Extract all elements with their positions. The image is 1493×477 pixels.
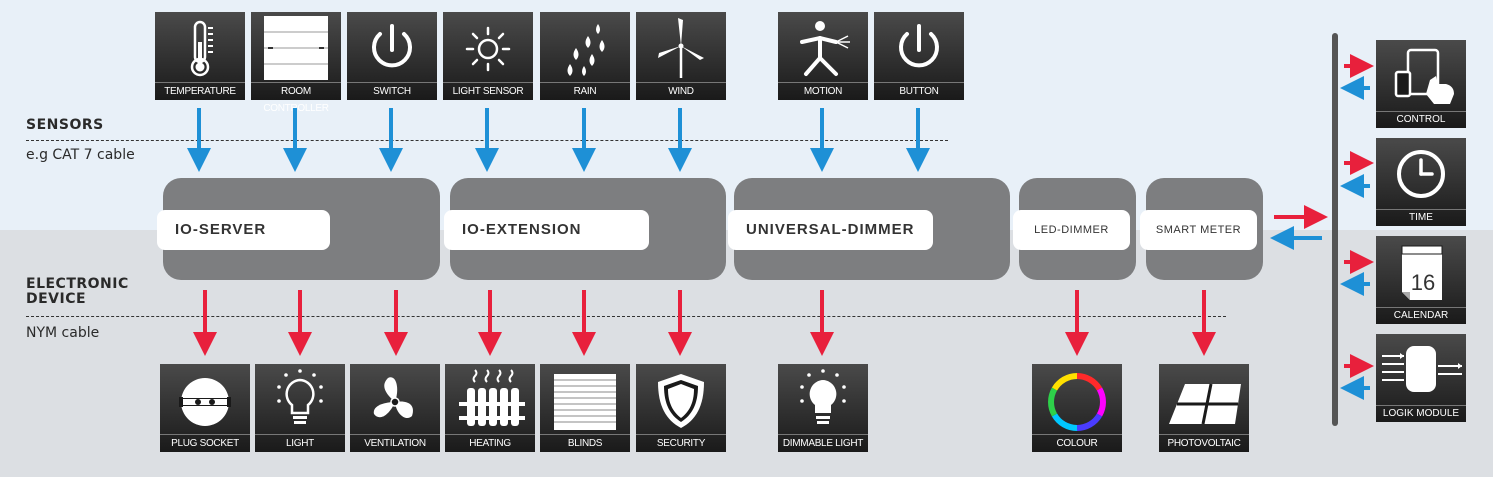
device-label: UNIVERSAL-DIMMER (728, 210, 933, 250)
shield-icon (658, 374, 704, 428)
output-tile-colour[interactable]: COLOUR (1032, 364, 1122, 452)
device-label: LED-DIMMER (1013, 210, 1130, 250)
bus-bar (1332, 33, 1338, 426)
output-label: COLOUR (1032, 434, 1122, 452)
sun-icon (465, 26, 511, 72)
output-tile-security[interactable]: SECURITY (636, 364, 726, 452)
sensor-tile-motion[interactable]: MOTION (778, 12, 868, 100)
sensor-tile-switch[interactable]: SWITCH (347, 12, 437, 100)
solar-panel-icon (1169, 383, 1241, 425)
sensor-label: TEMPERATURE (155, 82, 245, 100)
room-controller-icon (264, 16, 328, 80)
control-label: CONTROL (1376, 111, 1466, 128)
rain-icon (567, 24, 605, 76)
radiator-icon (459, 369, 525, 426)
sensors-section-label: SENSORS (26, 117, 104, 133)
calendar-day: 16 (1411, 270, 1435, 295)
control-tile-control[interactable]: CONTROL (1376, 40, 1466, 128)
output-tile-heating[interactable]: HEATING (445, 364, 535, 452)
logic-module-icon (1382, 346, 1462, 392)
tablet-touch-icon (1394, 48, 1454, 104)
devices-section-label-2: DEVICE (26, 291, 87, 307)
sensor-label: WIND (636, 82, 726, 100)
output-label: BLINDS (540, 434, 630, 452)
sensor-tile-temperature[interactable]: TEMPERATURE (155, 12, 245, 100)
output-label: PHOTOVOLTAIC (1159, 434, 1249, 452)
sensor-label: RAIN (540, 82, 630, 100)
power-icon (899, 24, 939, 68)
plug-socket-icon (179, 378, 231, 426)
clock-icon (1397, 150, 1445, 198)
devices-section-label-1: ELECTRONIC (26, 276, 129, 292)
device-led-dimmer[interactable]: LED-DIMMER (1013, 178, 1136, 280)
sensor-tile-wind[interactable]: WIND (636, 12, 726, 100)
devices-divider (26, 316, 1226, 317)
color-wheel-icon (1048, 373, 1106, 431)
control-label: CALENDAR (1376, 307, 1466, 324)
control-tile-time[interactable]: TIME (1376, 138, 1466, 226)
sensor-label: BUTTON (874, 82, 964, 100)
power-icon (372, 24, 412, 68)
output-label: LIGHT (255, 434, 345, 452)
sensor-tile-rain[interactable]: RAIN (540, 12, 630, 100)
sensors-cable-label: e.g CAT 7 cable (26, 147, 135, 163)
device-label: IO-SERVER (157, 210, 330, 250)
output-label: HEATING (445, 434, 535, 452)
device-io-server[interactable]: IO-SERVER (157, 178, 440, 280)
device-label: IO-EXTENSION (444, 210, 649, 250)
bulb-icon (277, 369, 323, 424)
output-label: VENTILATION (350, 434, 440, 452)
sensor-tile-button[interactable]: BUTTON (874, 12, 964, 100)
output-label: DIMMABLE LIGHT (778, 434, 868, 452)
devices-cable-label: NYM cable (26, 325, 100, 341)
device-io-extension[interactable]: IO-EXTENSION (444, 178, 726, 280)
output-label: PLUG SOCKET (160, 434, 250, 452)
wind-turbine-icon (658, 18, 704, 78)
device-universal-dimmer[interactable]: UNIVERSAL-DIMMER (728, 178, 1010, 280)
fan-icon (373, 377, 413, 419)
output-tile-dimmable-light[interactable]: DIMMABLE LIGHT (778, 364, 868, 452)
output-tile-ventilation[interactable]: VENTILATION (350, 364, 440, 452)
output-label: SECURITY (636, 434, 726, 452)
output-tile-blinds[interactable]: BLINDS (540, 364, 630, 452)
sensor-tile-light-sensor[interactable]: LIGHT SENSOR (443, 12, 533, 100)
calendar-icon: 16 (1401, 245, 1443, 300)
output-tile-photovoltaic[interactable]: PHOTOVOLTAIC (1159, 364, 1249, 452)
control-tile-logik-module[interactable]: LOGIK MODULE (1376, 334, 1466, 422)
dimmable-bulb-icon (800, 369, 846, 424)
output-tile-plug-socket[interactable]: PLUG SOCKET (160, 364, 250, 452)
output-tile-light[interactable]: LIGHT (255, 364, 345, 452)
blinds-icon (554, 374, 616, 430)
control-label: TIME (1376, 209, 1466, 226)
control-label: LOGIK MODULE (1376, 405, 1466, 422)
thermometer-icon (190, 20, 213, 77)
control-tile-calendar[interactable]: 16 CALENDAR (1376, 236, 1466, 324)
motion-icon (800, 21, 850, 76)
sensor-label: SWITCH (347, 82, 437, 100)
device-label: SMART METER (1140, 210, 1257, 250)
device-smart-meter[interactable]: SMART METER (1140, 178, 1263, 280)
sensor-label: LIGHT SENSOR (443, 82, 533, 100)
sensor-label: MOTION (778, 82, 868, 100)
